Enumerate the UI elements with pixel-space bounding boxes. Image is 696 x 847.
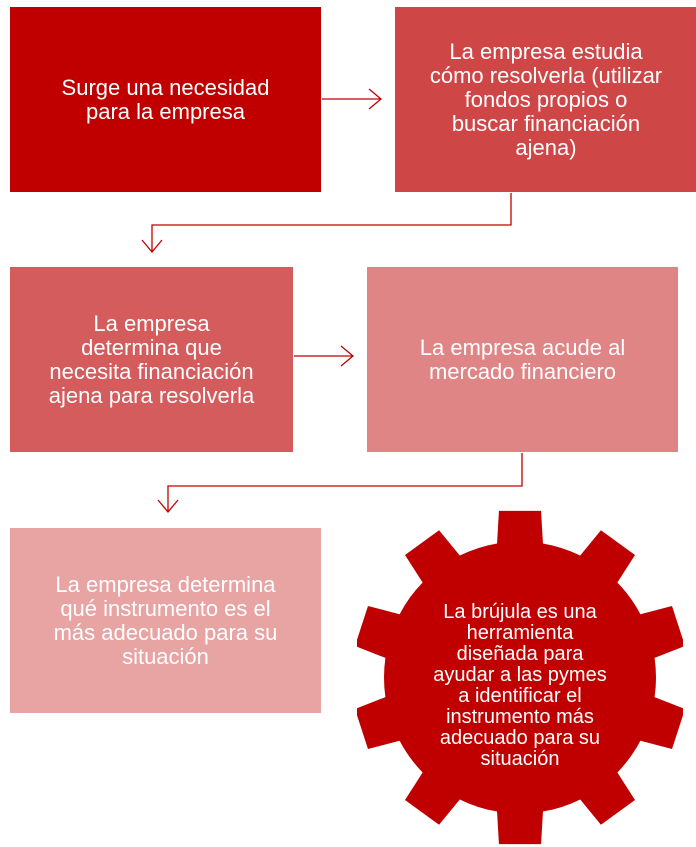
step-box-2: La empresa estudia cómo resolverla (util… [395,7,696,192]
gear-shape: La brújula es una herramienta diseñada p… [357,508,683,847]
arrow-right-1 [322,88,383,110]
elbow-connector-2 [157,453,523,514]
step-4-text: La empresa acude al mercado financiero [419,334,626,384]
elbow-connector-1 [141,193,512,254]
step-1-text: Surge una necesidad para la empresa [61,74,270,124]
gear-text: La brújula es una herramienta diseñada p… [433,601,607,770]
arrow-right-2 [294,345,355,367]
step-box-5: La empresa determina qué instrumento es … [10,528,321,713]
step-5-text: La empresa determina qué instrumento es … [53,571,278,669]
step-box-1: Surge una necesidad para la empresa [10,7,321,192]
gear-icon [357,510,683,845]
step-box-3: La empresa determina que necesita financ… [10,267,293,452]
step-2-text: La empresa estudia cómo resolverla (util… [429,38,663,160]
step-box-4: La empresa acude al mercado financiero [367,267,678,452]
step-3-text: La empresa determina que necesita financ… [48,310,255,408]
